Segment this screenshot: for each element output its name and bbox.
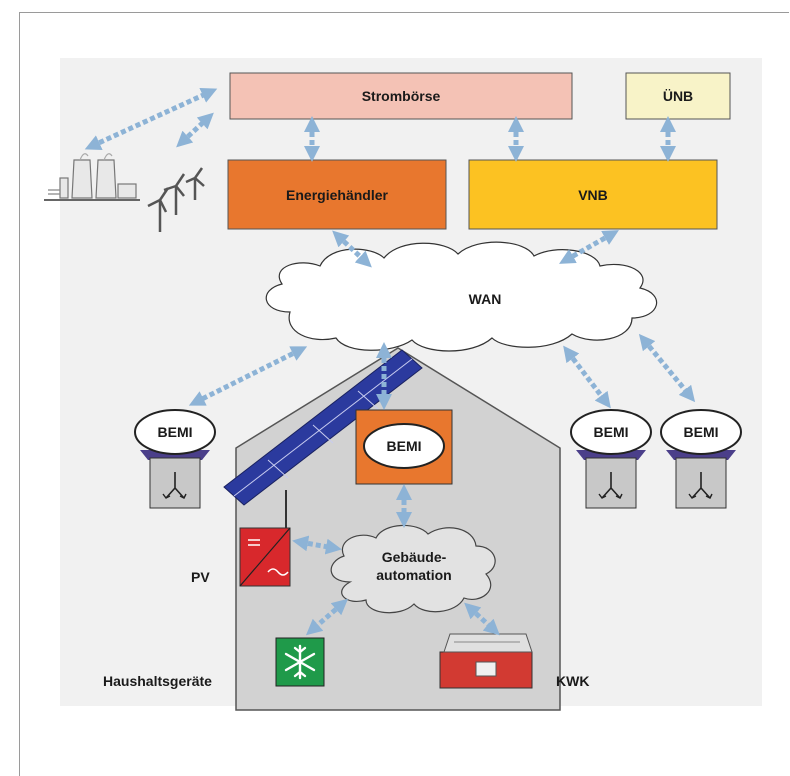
wan-cloud <box>265 241 658 352</box>
energiehaendler-label: Energiehändler <box>286 187 388 203</box>
arrow-wind-boerse <box>176 112 214 148</box>
power-plant-icon <box>44 153 140 201</box>
bemi-left-unit <box>134 409 216 509</box>
wan-label: WAN <box>468 291 502 307</box>
arrow-plant-boerse <box>84 88 218 150</box>
vnb-box <box>468 159 718 230</box>
haushaltsgeraete-label: Haushaltsgeräte <box>103 673 212 689</box>
bemi-right1-label: BEMI <box>593 424 629 440</box>
figure-frame <box>19 12 789 776</box>
bemi-right2-label: BEMI <box>683 424 719 440</box>
arrow-wan-bemi-right1 <box>563 345 611 409</box>
pv-label: PV <box>191 569 210 585</box>
arrow-wan-bemi-right2 <box>638 333 696 403</box>
gebaeudeautomation-cloud <box>330 524 496 614</box>
bemi-left-label: BEMI <box>157 424 193 440</box>
vnb-label: VNB <box>578 187 608 203</box>
connection-arrows <box>84 88 696 636</box>
stromboerse-box <box>229 72 573 120</box>
uenb-box <box>625 72 731 120</box>
uenb-label: ÜNB <box>662 88 694 104</box>
stromboerse-label: Strombörse <box>361 88 441 104</box>
arrow-inverter-gebaeude <box>292 535 342 555</box>
arrow-gebaeude-fridge <box>305 598 349 636</box>
arrow-gebaeude-kwk <box>464 602 500 636</box>
energiehaendler-box <box>227 159 447 230</box>
bemi-right1-unit <box>570 409 652 509</box>
fridge-snowflake-icon <box>275 637 325 687</box>
kwk-unit-icon <box>439 633 533 689</box>
house-bemi-ellipse <box>363 423 445 469</box>
bemi-right2-unit <box>660 409 742 509</box>
wind-turbine-icon <box>147 167 205 232</box>
arrow-haendler-wan <box>332 230 372 268</box>
arrow-wan-bemi-left <box>188 346 308 406</box>
bemi-house-label: BEMI <box>386 438 422 454</box>
kwk-label: KWK <box>556 673 590 689</box>
pv-inverter-icon <box>239 527 291 587</box>
gebaeude-label-line2: automation <box>376 567 452 583</box>
arrow-vnb-wan <box>559 230 619 264</box>
gebaeude-label-line1: Gebäude- <box>381 549 447 565</box>
